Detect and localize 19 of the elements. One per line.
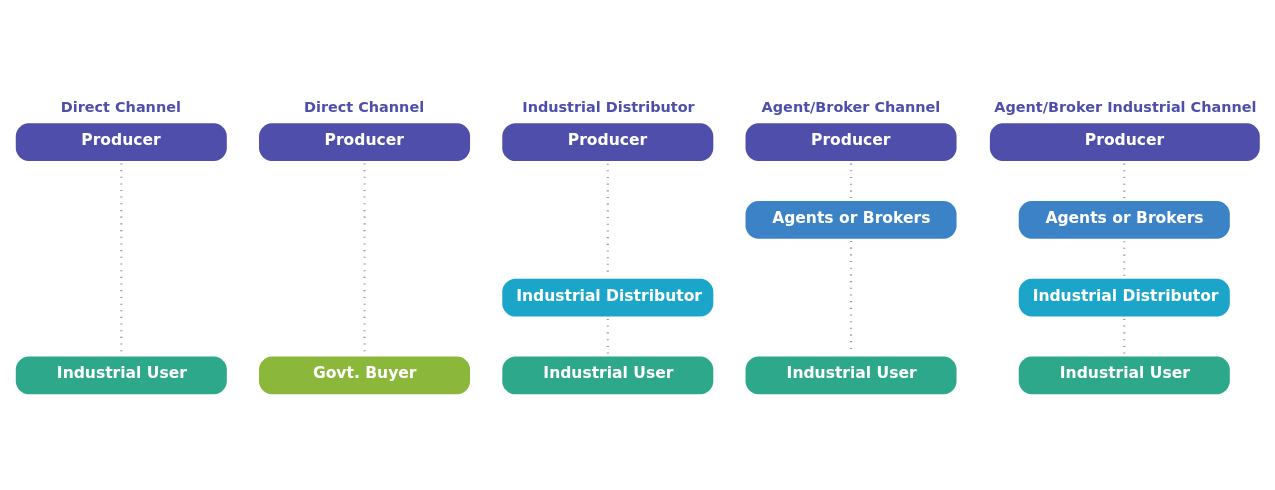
node-box: Producer — [15, 122, 227, 161]
node-box: Industrial User — [15, 356, 227, 394]
node-label: Agent/Broker Industrial Channel — [994, 98, 1257, 115]
node-label: Agent/Broker Channel — [761, 98, 941, 115]
node-label: Direct Channel — [304, 98, 425, 115]
node-box: Producer — [745, 122, 957, 161]
node-box: Producer — [989, 122, 1260, 161]
node-box: Producer — [502, 122, 714, 161]
node-box: Agents or Brokers — [1018, 200, 1230, 239]
node-box: Govt. Buyer — [259, 356, 471, 394]
node-label: Industrial Distributor — [522, 98, 695, 115]
node-box: Industrial User — [745, 356, 957, 394]
node-box: Industrial Distributor — [502, 278, 714, 317]
node-box: Industrial User — [1018, 356, 1230, 394]
node-label: Direct Channel — [60, 98, 181, 115]
node-box: Producer — [259, 122, 471, 161]
node-box: Industrial User — [502, 356, 714, 394]
node-box: Agents or Brokers — [745, 200, 957, 239]
node-box: Industrial Distributor — [1018, 278, 1230, 317]
